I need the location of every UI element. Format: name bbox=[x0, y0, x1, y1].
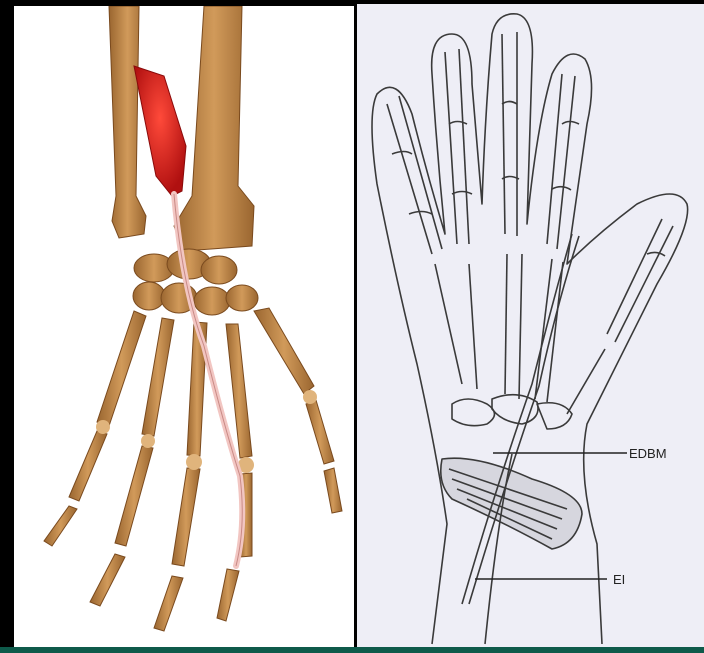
ei-label: EI bbox=[613, 572, 625, 587]
skeletal-hand-illustration bbox=[14, 6, 354, 647]
edbm-label: EDBM bbox=[629, 446, 667, 461]
dorsal-hand-sketch: EDBM EI bbox=[357, 4, 704, 647]
hand-line-drawing: EDBM EI bbox=[357, 4, 704, 647]
bottom-accent-bar bbox=[0, 647, 704, 653]
skeletal-hand-drawing bbox=[14, 6, 354, 647]
